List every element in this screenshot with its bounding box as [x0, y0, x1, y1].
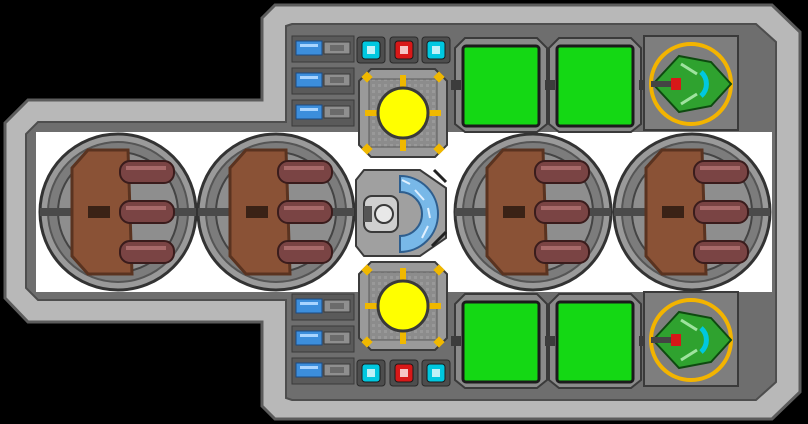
thruster-pod-2[interactable] [196, 132, 356, 292]
status-light-red[interactable] [389, 359, 419, 387]
connector [545, 80, 555, 90]
vent-bank[interactable] [291, 35, 355, 63]
vent-icon [295, 104, 323, 120]
reactor-core-2[interactable] [358, 261, 448, 351]
thruster-pod-icon [485, 148, 590, 276]
reactor-core-1[interactable] [358, 68, 448, 158]
drone-dock-1[interactable] [643, 35, 739, 131]
vent-bank[interactable] [291, 325, 355, 353]
vent-icon [295, 40, 323, 56]
drone-ship-icon [651, 310, 733, 370]
connector [451, 80, 461, 90]
cargo-bay-icon [461, 300, 541, 384]
drone-ship-icon [651, 54, 733, 114]
vent-icon [295, 298, 323, 314]
status-light-cyan[interactable] [356, 36, 386, 64]
cargo-bay-icon [461, 44, 541, 128]
vent-icon [295, 72, 323, 88]
thruster-pod-1[interactable] [38, 132, 198, 292]
status-light-cyan[interactable] [356, 359, 386, 387]
cargo-bay-2[interactable] [548, 37, 642, 133]
connector [545, 336, 555, 346]
vent-bank[interactable] [291, 293, 355, 321]
cockpit-module[interactable] [355, 168, 448, 257]
cargo-bay-1[interactable] [454, 37, 548, 133]
thruster-pod-icon [70, 148, 175, 276]
status-light-red[interactable] [389, 36, 419, 64]
thruster-pod-3[interactable] [453, 132, 613, 292]
connector [451, 336, 461, 346]
vent-bank[interactable] [291, 67, 355, 95]
cargo-bay-4[interactable] [548, 293, 642, 389]
thruster-pod-4[interactable] [612, 132, 772, 292]
modules-layer [38, 35, 772, 389]
cargo-bay-icon [555, 300, 635, 384]
status-light-cyan[interactable] [421, 359, 451, 387]
cargo-bay-icon [555, 44, 635, 128]
drone-dock-2[interactable] [643, 291, 739, 387]
reactor-core-icon [376, 86, 430, 140]
vent-bank[interactable] [291, 99, 355, 127]
thruster-pod-icon [228, 148, 333, 276]
vent-icon [295, 330, 323, 346]
reactor-core-icon [376, 279, 430, 333]
thruster-pod-icon [644, 148, 749, 276]
cargo-bay-3[interactable] [454, 293, 548, 389]
status-light-cyan[interactable] [421, 36, 451, 64]
vent-bank[interactable] [291, 357, 355, 385]
vent-icon [295, 362, 323, 378]
